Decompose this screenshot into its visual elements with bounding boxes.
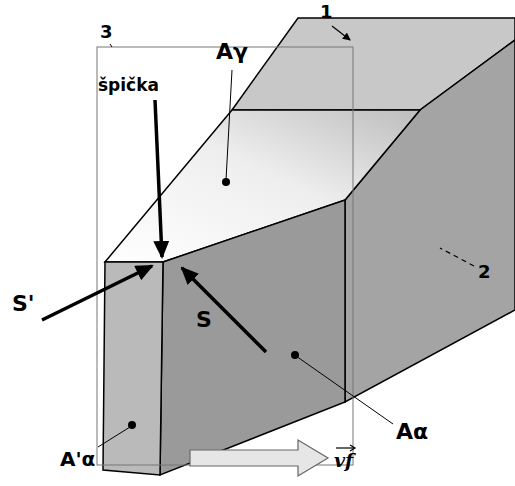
edge-label: S bbox=[196, 308, 212, 332]
leader-arrow bbox=[332, 26, 350, 40]
main-flank bbox=[160, 200, 345, 475]
callout-number: 3 bbox=[100, 22, 113, 42]
face-label: A'α bbox=[60, 448, 95, 470]
vector-mark bbox=[336, 447, 354, 448]
leader-line bbox=[226, 70, 232, 180]
part-label: špička bbox=[98, 76, 159, 95]
detail-frame bbox=[97, 47, 353, 465]
minor-flank bbox=[103, 262, 163, 475]
leader-dot bbox=[291, 351, 299, 359]
leader-line bbox=[98, 427, 130, 447]
leader-line bbox=[296, 356, 393, 424]
leader-dot bbox=[128, 421, 136, 429]
edge-arrow bbox=[182, 268, 266, 352]
callout-number: 1 bbox=[320, 2, 333, 22]
edge-arrow bbox=[42, 266, 152, 320]
edge-label: S' bbox=[12, 292, 35, 316]
face-label: Aα bbox=[396, 420, 428, 444]
leader-line bbox=[440, 248, 474, 266]
shank-side bbox=[345, 40, 515, 402]
tip-arrow bbox=[155, 100, 162, 257]
leader-line bbox=[110, 44, 112, 47]
leader-dot bbox=[222, 178, 230, 186]
callout-number: 2 bbox=[478, 262, 491, 282]
feed-arrow bbox=[190, 440, 328, 476]
feed-label: vf bbox=[334, 450, 353, 471]
face-label: Aγ bbox=[216, 40, 248, 64]
